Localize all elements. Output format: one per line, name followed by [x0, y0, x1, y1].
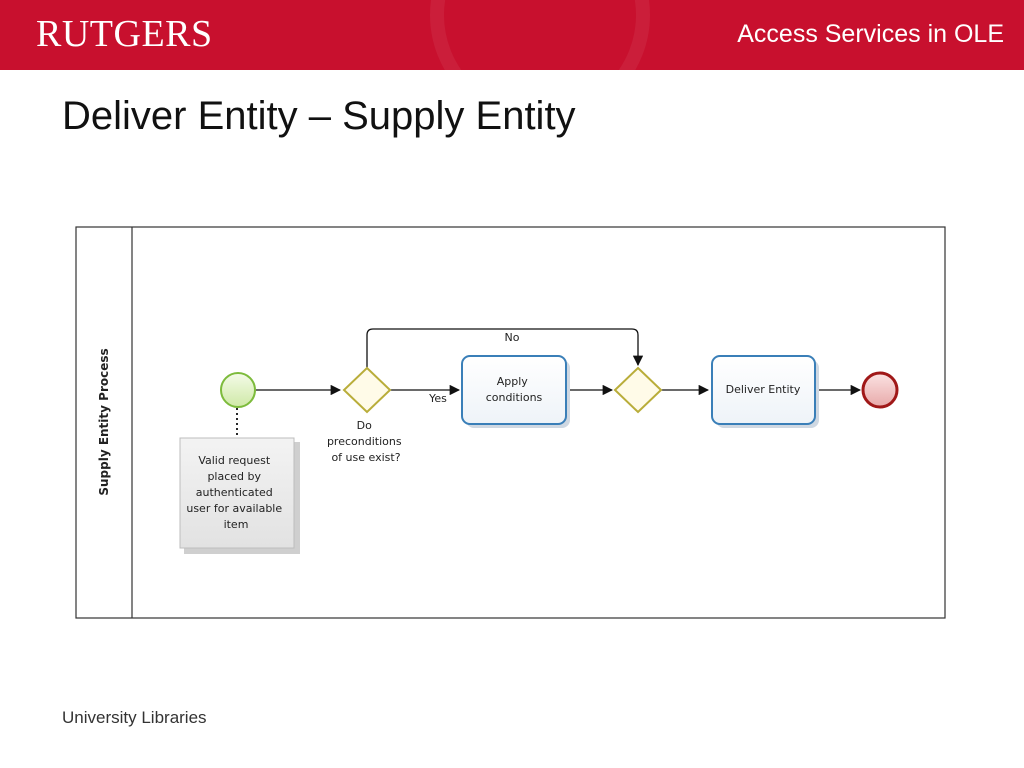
precondition-gateway [342, 366, 392, 414]
task-apply-conditions [461, 355, 567, 425]
edge-label-yes: Yes [428, 392, 447, 405]
task-deliver-label: Deliver Entity [726, 383, 801, 396]
end-event [861, 371, 899, 409]
footer-text: University Libraries [62, 708, 207, 727]
start-event [220, 372, 256, 408]
annotation-text: Valid request placed by authenticated us… [186, 454, 285, 531]
header-bar: RUTGERS Access Services in OLE [0, 0, 1024, 70]
slide-title: Deliver Entity – Supply Entity [62, 94, 576, 138]
edge-label-no: No [505, 331, 520, 344]
merge-gateway [613, 366, 663, 414]
task-apply-label: Apply conditions [486, 375, 543, 404]
task-deliver-entity [711, 355, 816, 425]
flow-no [366, 328, 644, 368]
annotation-box [179, 437, 295, 549]
rutgers-logo: RUTGERS [36, 13, 213, 55]
gateway-question-label: Do preconditions of use exist? [327, 419, 405, 464]
pool-label: Supply Entity Process [97, 348, 111, 495]
header-title: Access Services in OLE [737, 20, 1004, 48]
